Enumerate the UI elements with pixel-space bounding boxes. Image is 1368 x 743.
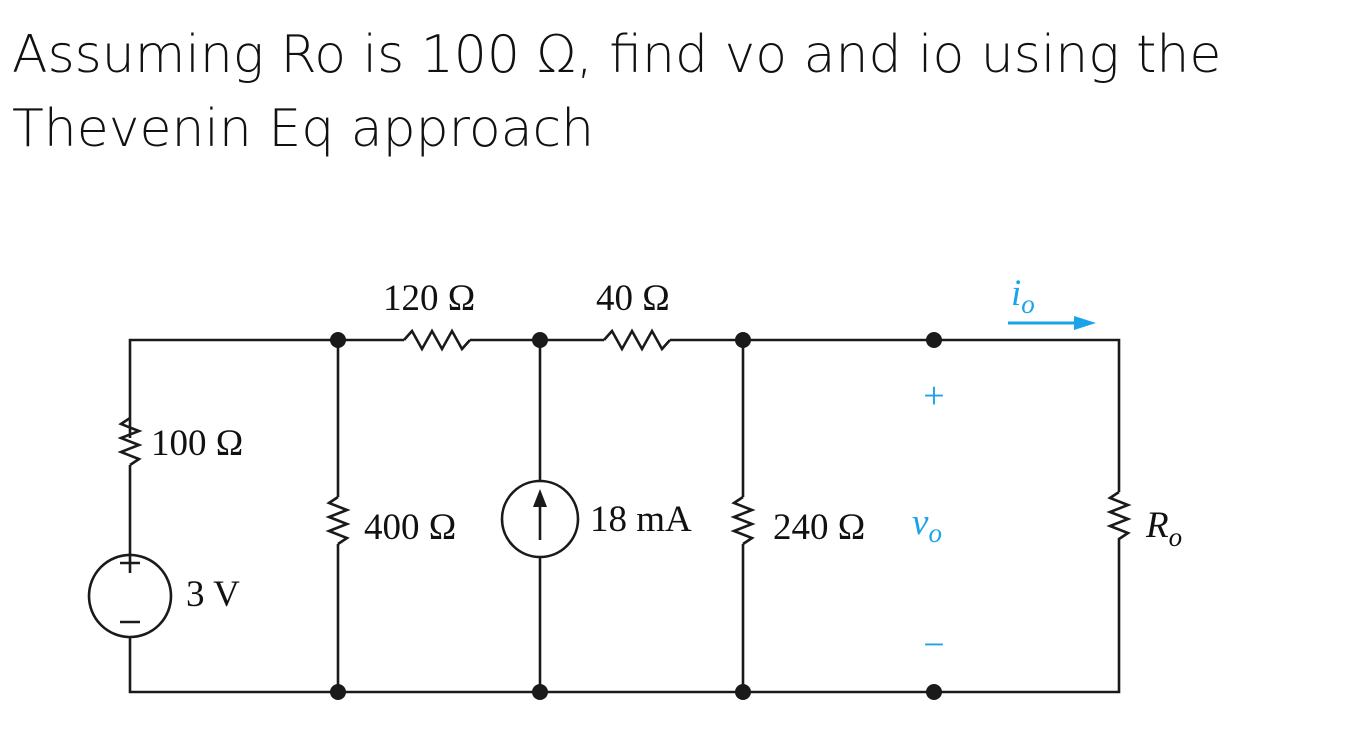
arrow-right-icon — [1074, 316, 1096, 330]
node-top-2 — [532, 332, 548, 348]
top-wire-right — [670, 338, 1121, 492]
top-wire-left — [128, 338, 404, 438]
node-top-1 — [330, 332, 346, 348]
resistor-load-ro — [1106, 490, 1132, 566]
label-400-ohm: 400 Ω — [364, 507, 456, 548]
node-bottom-2 — [532, 684, 548, 700]
resistor-120-ohm — [403, 328, 471, 352]
label-vo: vo — [912, 502, 942, 548]
label-io-sub: o — [1021, 289, 1035, 319]
arrow-up-icon — [533, 489, 547, 507]
vo-minus-sign: − — [923, 624, 944, 666]
resistor-400-ohm — [325, 495, 351, 546]
label-3v: 3 V — [186, 574, 240, 615]
node-bottom-3 — [735, 684, 751, 700]
problem-line-2: Thevenin Eq approach — [12, 99, 595, 159]
problem-line-1: Assuming Ro is 100 Ω, find vo and io usi… — [12, 25, 1222, 85]
resistor-40-ohm — [603, 328, 671, 352]
vo-plus-sign: + — [923, 375, 944, 417]
label-io-main: i — [1011, 273, 1021, 314]
node-bottom-4 — [926, 684, 942, 700]
node-top-4 — [926, 332, 942, 348]
label-40-ohm: 40 Ω — [596, 278, 670, 319]
label-io: io — [1011, 273, 1035, 319]
label-vo-main: v — [912, 502, 929, 543]
label-vo-sub: o — [928, 518, 942, 548]
label-240-ohm: 240 Ω — [773, 507, 865, 548]
node-top-3 — [735, 332, 751, 348]
resistor-100-ohm — [117, 416, 143, 467]
label-18ma: 18 mA — [590, 499, 692, 540]
label-ro: Ro — [1145, 505, 1182, 552]
label-100-ohm: 100 Ω — [151, 423, 243, 464]
problem-statement: Assuming Ro is 100 Ω, find vo and io usi… — [12, 18, 1362, 166]
label-120-ohm: 120 Ω — [383, 278, 475, 319]
resistor-240-ohm — [730, 495, 756, 546]
bottom-wire — [128, 566, 1121, 694]
label-ro-sub: o — [1169, 522, 1183, 552]
label-ro-main: R — [1145, 505, 1169, 546]
node-bottom-1 — [330, 684, 346, 700]
